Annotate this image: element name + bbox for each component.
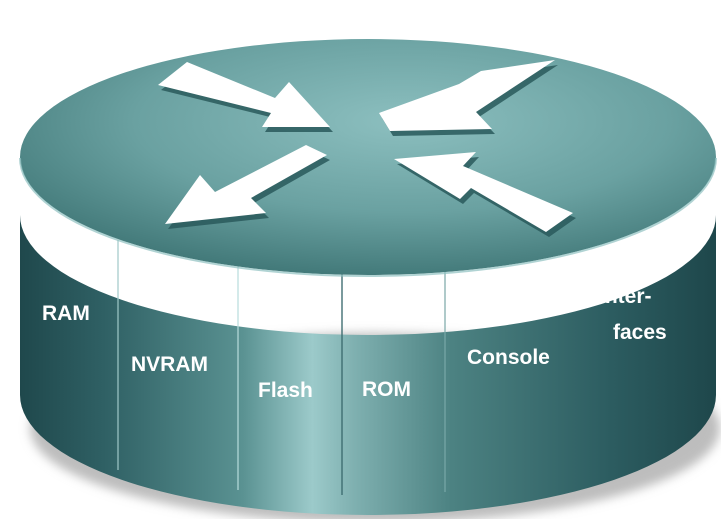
cylinder-side bbox=[20, 215, 716, 515]
routing-arrows bbox=[158, 60, 576, 237]
arrow-in-bottom-right-icon bbox=[394, 152, 573, 232]
segment-labels: RAM NVRAM Flash ROM Console Inter- faces bbox=[42, 285, 667, 402]
panel-dividers bbox=[117, 240, 446, 495]
arrow-out-top-right-icon bbox=[379, 60, 555, 131]
cylinder-top bbox=[20, 39, 716, 275]
label-ram: RAM bbox=[42, 302, 90, 325]
label-nvram: NVRAM bbox=[131, 353, 208, 376]
label-rom: ROM bbox=[362, 378, 411, 401]
arrow-in-top-left-icon bbox=[158, 62, 330, 127]
label-interfaces-line2: faces bbox=[613, 321, 667, 344]
label-flash: Flash bbox=[258, 379, 313, 402]
label-interfaces-line1: Inter- bbox=[599, 285, 652, 308]
label-console: Console bbox=[467, 346, 550, 369]
arrow-out-bottom-left-icon bbox=[165, 145, 327, 224]
top-rim-highlight bbox=[19, 157, 717, 277]
